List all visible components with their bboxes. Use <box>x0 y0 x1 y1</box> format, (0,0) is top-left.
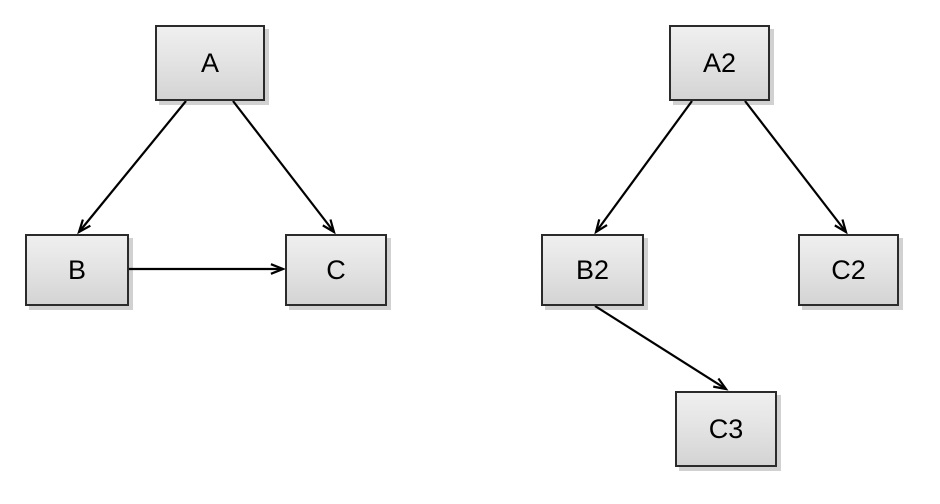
edge-line <box>595 100 693 233</box>
edge-b-to-c[interactable] <box>129 263 286 275</box>
edge-a2-to-b2[interactable] <box>594 100 693 235</box>
edge-line <box>78 100 187 233</box>
edge-a2-to-c2[interactable] <box>744 100 848 235</box>
node-b[interactable]: B <box>25 234 129 306</box>
edge-a-to-b[interactable] <box>77 100 187 235</box>
node-label: C <box>326 254 346 285</box>
node-label: C3 <box>708 413 744 444</box>
node-c2[interactable]: C2 <box>798 234 899 306</box>
node-label: A2 <box>702 47 737 78</box>
node-c3[interactable]: C3 <box>675 391 777 467</box>
arrowhead-icon <box>77 219 91 235</box>
edge-line <box>232 100 335 233</box>
edge-line <box>744 100 847 233</box>
node-label: B <box>67 254 86 285</box>
node-b2[interactable]: B2 <box>541 234 644 306</box>
arrowhead-icon <box>270 263 286 275</box>
node-a[interactable]: A <box>155 25 265 101</box>
arrowhead-icon <box>322 219 336 235</box>
edge-b2-to-c3[interactable] <box>594 305 729 391</box>
arrowhead-icon <box>713 377 729 391</box>
arrowhead-icon <box>834 219 848 235</box>
edge-a-to-c[interactable] <box>232 100 336 235</box>
node-label: B2 <box>575 254 610 285</box>
node-label: A <box>200 47 219 78</box>
edge-line <box>594 305 727 390</box>
node-label: C2 <box>831 254 866 285</box>
node-a2[interactable]: A2 <box>669 25 770 101</box>
node-c[interactable]: C <box>285 234 387 306</box>
arrowhead-icon <box>594 219 608 235</box>
